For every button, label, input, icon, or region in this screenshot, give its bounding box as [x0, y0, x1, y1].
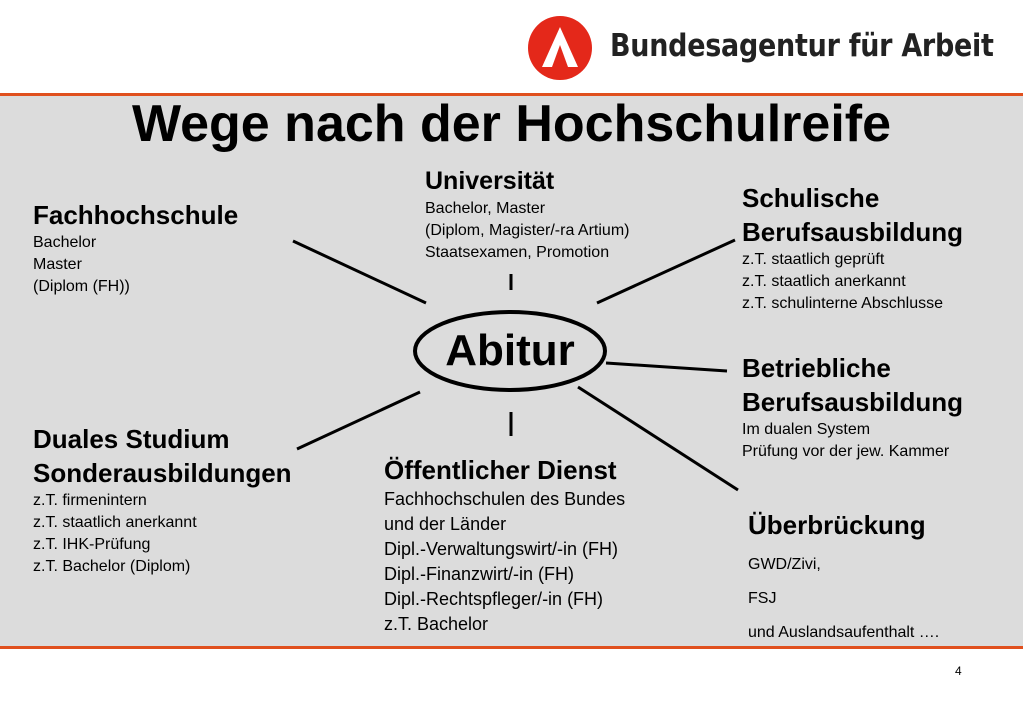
node-universitaet: Universität Bachelor, Master (Diplom, Ma…	[425, 165, 629, 264]
node-line: z.T. staatlich anerkannt	[33, 514, 197, 531]
node-ueberbrueckung: Überbrückung GWD/Zivi, FSJ und Auslandsa…	[748, 508, 939, 650]
node-line: Dipl.-Finanzwirt/-in (FH)	[384, 564, 575, 584]
node-title: Berufsausbildung	[742, 387, 964, 417]
brand-name: Bundesagentur für Arbeit	[610, 28, 994, 64]
node-betriebliche: Betriebliche Berufsausbildung Im dualen …	[742, 351, 963, 463]
node-line: Dipl.-Rechtspfleger/-in (FH)	[384, 589, 604, 609]
slide-title: Wege nach der Hochschulreife	[131, 95, 892, 153]
node-line: Master	[33, 256, 82, 273]
line-schulische	[596, 238, 736, 305]
abitur-ellipse	[413, 310, 607, 392]
node-line: und der Länder	[384, 514, 507, 534]
line-duales	[296, 390, 421, 451]
node-line: z.T. Bachelor (Diplom)	[33, 558, 191, 575]
node-line: z.T. staatlich anerkannt	[742, 273, 906, 290]
bundesagentur-logo	[528, 16, 592, 80]
node-line: Bachelor	[33, 234, 97, 251]
node-line: z.T. Bachelor	[384, 614, 489, 634]
page-number: 4	[955, 664, 962, 678]
node-line: FSJ	[748, 590, 777, 607]
node-title: Öffentlicher Dienst	[384, 455, 617, 485]
node-line: und Auslandsaufenthalt ….	[748, 624, 940, 641]
node-fachhochschule: Fachhochschule Bachelor Master (Diplom (…	[33, 198, 238, 298]
line-ueberbrueckung	[577, 385, 739, 492]
node-schulische: Schulische Berufsausbildung z.T. staatli…	[742, 181, 963, 315]
node-line: Prüfung vor der jew. Kammer	[742, 443, 950, 460]
node-title: Berufsausbildung	[742, 217, 964, 247]
node-line: GWD/Zivi,	[748, 556, 821, 573]
node-line: (Diplom (FH))	[33, 278, 130, 295]
node-line: (Diplom, Magister/-ra Artium)	[425, 222, 630, 239]
node-line: z.T. staatlich geprüft	[742, 251, 885, 268]
node-oeffentlich: Öffentlicher Dienst Fachhochschulen des …	[384, 453, 625, 637]
node-line: Staatsexamen, Promotion	[425, 244, 610, 261]
node-line: z.T. schulinterne Abschlusse	[742, 295, 943, 312]
line-betriebliche	[605, 361, 728, 373]
node-duales: Duales Studium Sonderausbildungen z.T. f…	[33, 422, 292, 578]
node-line: Dipl.-Verwaltungswirt/-in (FH)	[384, 539, 619, 559]
node-line: z.T. firmenintern	[33, 492, 147, 509]
node-title: Universität	[425, 167, 555, 195]
node-line: Bachelor, Master	[425, 200, 546, 217]
node-title: Sonderausbildungen	[33, 458, 292, 488]
node-title: Fachhochschule	[33, 200, 239, 230]
line-fachhochschule	[292, 239, 427, 305]
node-title: Überbrückung	[748, 510, 926, 540]
node-line: Im dualen System	[742, 421, 871, 438]
node-title: Schulische	[742, 183, 880, 213]
node-title: Duales Studium	[33, 424, 230, 454]
node-title: Betriebliche	[742, 353, 891, 383]
center-abitur: Abitur	[445, 326, 575, 375]
node-line: Fachhochschulen des Bundes	[384, 489, 626, 509]
node-line: z.T. IHK-Prüfung	[33, 536, 151, 553]
